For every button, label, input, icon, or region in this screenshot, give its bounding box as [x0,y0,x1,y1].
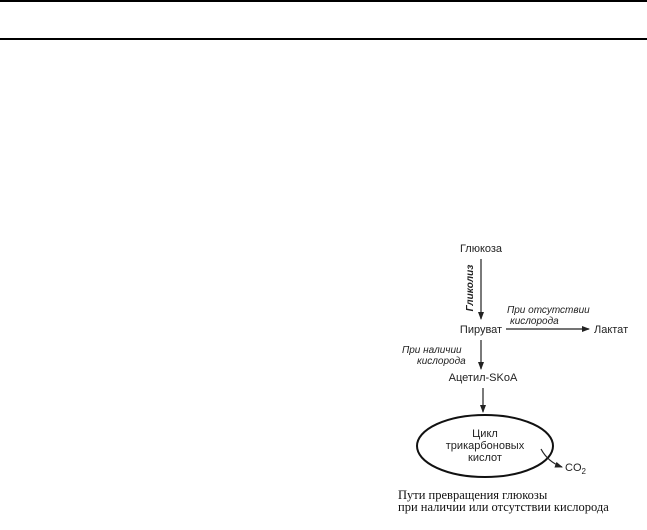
caption-line1: Пути превращения глюкозы [398,488,548,502]
label-no-oxygen-line2: кислорода [510,316,559,327]
label-with-oxygen-line1: При наличии [402,345,462,356]
co2-subscript: 2 [582,467,587,476]
tca-cycle-ellipse [416,414,554,478]
node-pyruvate: Пируват [460,324,502,336]
caption-line2: при наличии или отсутствии кислорода [398,500,609,514]
node-glucose: Глюкоза [460,243,503,255]
node-acetyl-skoa: Ацетил-SKoA [449,372,518,384]
node-co2: CO2 [565,462,587,476]
node-cycle-line1: Цикл [472,428,498,440]
header-rule [0,38,647,40]
arrow-cycle-to-co2 [540,448,563,468]
label-glycolysis: Гликолиз [465,265,476,312]
top-rule [0,0,647,2]
label-with-oxygen-line2: кислорода [417,356,466,367]
label-no-oxygen-line1: При отсутствии [507,305,590,316]
node-lactate: Лактат [594,324,628,336]
co2-base: CO [565,462,582,474]
figure-caption: Пути превращения глюкозы при наличии или… [398,488,644,514]
node-cycle-line2: трикарбоновых [446,440,525,452]
node-cycle-line3: кислот [468,452,502,464]
